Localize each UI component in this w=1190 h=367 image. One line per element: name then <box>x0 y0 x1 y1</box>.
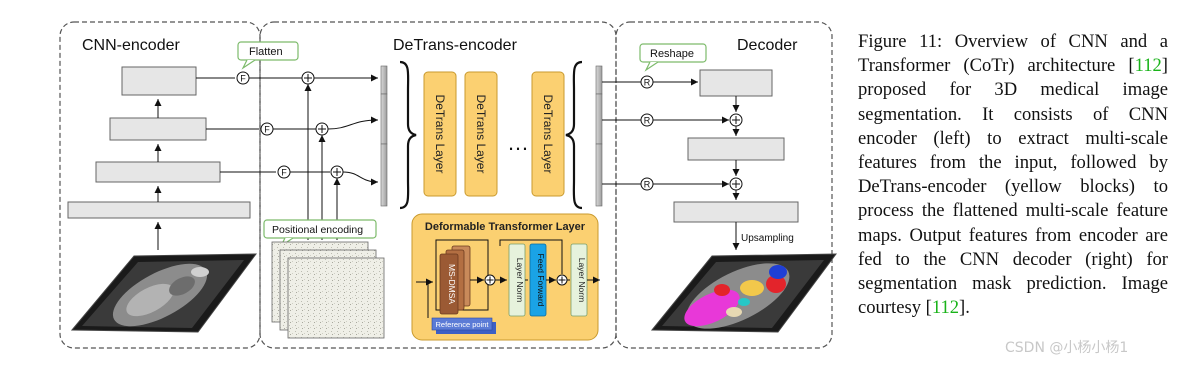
svg-text:F: F <box>281 168 287 178</box>
decoder-add-2 <box>729 177 743 191</box>
more-layers-ellipsis: … <box>507 130 529 155</box>
flatten-tag-label: Flatten <box>249 46 283 58</box>
positional-encoding-maps <box>271 241 385 339</box>
cnn-block-2 <box>95 161 221 183</box>
reshape-tag <box>639 43 707 63</box>
decoder-add-1 <box>729 113 743 127</box>
cotr-architecture-diagram: CNN-encoder DeTrans-encoder Decoder Flat… <box>59 21 838 349</box>
flatten-tag <box>237 41 299 61</box>
flatten-op-3: F <box>277 165 291 179</box>
output-brace <box>565 60 583 210</box>
positional-encoding-tag <box>263 219 377 239</box>
detrans-encoder-title: DeTrans-encoder <box>393 37 518 54</box>
add-op-3 <box>330 165 344 179</box>
decoder-block-1 <box>699 69 773 97</box>
reshape-op-1: R <box>640 75 654 89</box>
watermark: CSDN @小杨小杨1 <box>1005 340 1129 356</box>
svg-text:Layer Norm: Layer Norm <box>577 258 587 302</box>
svg-text:R: R <box>644 180 651 190</box>
input-token-sequence <box>380 65 388 207</box>
caption-text-2: ] proposed for 3D medical image segmenta… <box>858 55 1168 319</box>
positional-encoding-label: Positional encoding <box>272 224 363 236</box>
flatten-op-2: F <box>260 122 274 136</box>
caption-text-1: Figure 11: Overview of CNN and a Transfo… <box>858 31 1168 77</box>
layer-norm-2: Layer Norm <box>570 243 588 317</box>
flatten-op-1: F <box>236 71 250 85</box>
decoder-title: Decoder <box>737 37 798 54</box>
layer-norm-1: Layer Norm <box>508 243 526 317</box>
deformable-transformer-layer: Deformable Transformer Layer MS-DMSA Lay… <box>411 213 600 341</box>
svg-text:F: F <box>264 125 270 135</box>
ct-scan-input-image <box>70 253 258 333</box>
svg-text:R: R <box>644 116 651 126</box>
ms-dmsa-block: MS-DMSA <box>439 245 471 315</box>
upsampling-label: Upsampling <box>741 233 794 244</box>
deformable-block-title: Deformable Transformer Layer <box>425 221 586 233</box>
add-op-2 <box>315 122 329 136</box>
input-brace <box>399 60 417 210</box>
segmentation-output-image <box>650 253 838 333</box>
svg-text:DeTrans Layer: DeTrans Layer <box>541 95 555 174</box>
detrans-layer-1: DeTrans Layer <box>423 71 457 197</box>
caption-reference-1[interactable]: 112 <box>1134 55 1162 77</box>
cnn-block-3 <box>109 117 207 141</box>
decoder-block-2 <box>687 137 785 161</box>
add-op-1 <box>301 71 315 85</box>
svg-text:MS-DMSA: MS-DMSA <box>447 264 457 304</box>
reshape-tag-label: Reshape <box>650 48 694 60</box>
detrans-layer-n: DeTrans Layer <box>531 71 565 197</box>
cnn-block-4 <box>121 66 197 96</box>
caption-text-3: ]. <box>959 297 970 319</box>
decoder-panel <box>615 21 833 349</box>
residual-add-1 <box>484 274 496 286</box>
svg-text:DeTrans Layer: DeTrans Layer <box>474 95 488 174</box>
svg-text:DeTrans Layer: DeTrans Layer <box>433 95 447 174</box>
residual-add-2 <box>556 274 568 286</box>
feed-forward-block: Feed Forward <box>529 243 547 317</box>
figure-caption: Figure 11: Overview of CNN and a Transfo… <box>858 30 1168 320</box>
svg-text:Feed Forward: Feed Forward <box>536 254 546 307</box>
caption-reference-2[interactable]: 112 <box>931 297 960 319</box>
reference-point-block: Reference point <box>431 317 496 334</box>
decoder-block-3 <box>673 201 799 223</box>
reshape-op-2: R <box>640 113 654 127</box>
cnn-encoder-panel <box>59 21 261 349</box>
detrans-layer-2: DeTrans Layer <box>464 71 498 197</box>
cnn-block-1 <box>67 201 251 219</box>
reshape-op-3: R <box>640 177 654 191</box>
svg-text:F: F <box>240 74 246 84</box>
cnn-encoder-title: CNN-encoder <box>82 37 180 54</box>
output-token-sequence <box>595 65 603 207</box>
svg-text:Reference point: Reference point <box>436 320 490 329</box>
svg-text:R: R <box>644 78 651 88</box>
svg-text:Layer Norm: Layer Norm <box>515 258 525 302</box>
